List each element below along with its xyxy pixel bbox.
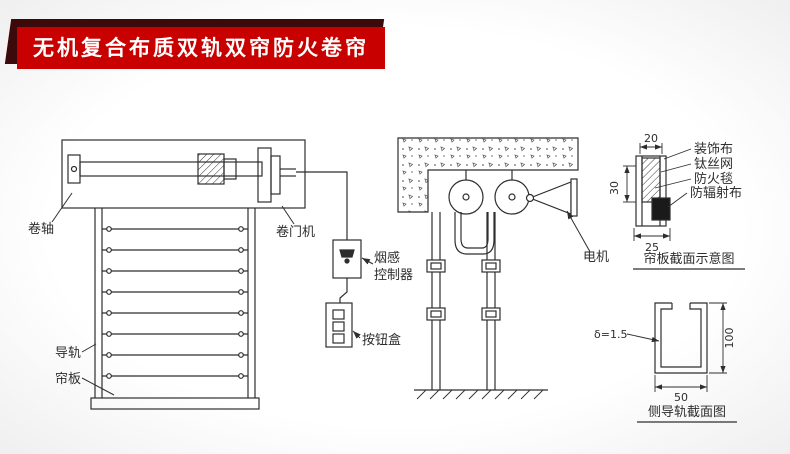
bottom-bar <box>90 397 260 410</box>
label-curtain-slat: 帘板 <box>55 371 81 387</box>
page-title: 无机复合布质双轨双帘防火卷帘 <box>17 27 385 69</box>
dim-top-width <box>639 143 663 154</box>
fire-blanket-core <box>641 157 661 203</box>
curtain-section-drawing <box>623 143 745 270</box>
right-bearing-bracket <box>257 147 272 203</box>
control-wire-lower <box>339 278 348 303</box>
label-motor: 电机 <box>583 250 609 265</box>
curtain-slats <box>102 226 248 379</box>
door-operator-motor <box>197 153 225 185</box>
control-wire-upper <box>296 171 348 240</box>
ground-hatching <box>416 389 544 400</box>
dim-100-value: 100 <box>723 328 736 349</box>
roller-shaft-bar <box>79 161 263 177</box>
track-clips <box>426 259 501 321</box>
title-banner: 无机复合布质双轨双帘防火卷帘 <box>4 19 385 69</box>
curtain-loop-inner <box>460 212 489 249</box>
button-box <box>325 302 353 348</box>
controls-drawing <box>296 171 374 348</box>
curtain-loop-outer <box>454 212 495 255</box>
front-view-leaders <box>51 192 295 396</box>
concrete-lintel <box>397 137 579 213</box>
dim-thickness-value: δ=1.5 <box>594 328 627 341</box>
roller-left <box>448 179 484 215</box>
rail-section-drawing <box>626 302 737 423</box>
dim-30-value: 30 <box>608 181 621 195</box>
label-door-operator: 卷门机 <box>276 224 315 240</box>
roller-right <box>494 179 530 215</box>
dim-25-value: 25 <box>645 241 659 254</box>
label-button-box: 按钮盒 <box>362 332 401 348</box>
radiation-cloth-block <box>651 197 671 221</box>
label-decorative-cloth: 装饰布 <box>694 142 733 157</box>
side-view-drawing <box>397 137 590 400</box>
layer-leaders <box>654 148 692 208</box>
channel-outer <box>654 302 708 374</box>
dim-rail-height <box>709 302 727 374</box>
label-smoke-controller-line1: 烟感 <box>374 250 400 266</box>
motor-cone <box>528 181 572 215</box>
front-view-drawing <box>61 139 306 410</box>
rail-section-title: 侧导轨截面图 <box>648 405 726 420</box>
label-smoke-controller-line2: 控制器 <box>374 268 413 283</box>
left-bearing-bracket <box>67 154 81 184</box>
label-radiation-cloth: 防辐射布 <box>690 185 742 201</box>
dim-20-value: 20 <box>644 132 658 145</box>
label-titanium-mesh: 钛丝网 <box>694 157 733 172</box>
label-roller-shaft: 卷轴 <box>28 221 54 237</box>
panel-stack <box>635 155 667 227</box>
header-box <box>61 139 306 209</box>
dim-rail-width <box>654 375 708 392</box>
dim-side-height <box>623 165 636 203</box>
label-fire-blanket: 防火毯 <box>694 171 733 187</box>
dim-bottom-width <box>633 228 671 241</box>
channel-inner <box>660 303 702 368</box>
label-guide-rail: 导轨 <box>55 346 81 361</box>
curtain-section-title: 帘板截面示意图 <box>643 251 734 267</box>
dim-50-value: 50 <box>674 391 688 404</box>
